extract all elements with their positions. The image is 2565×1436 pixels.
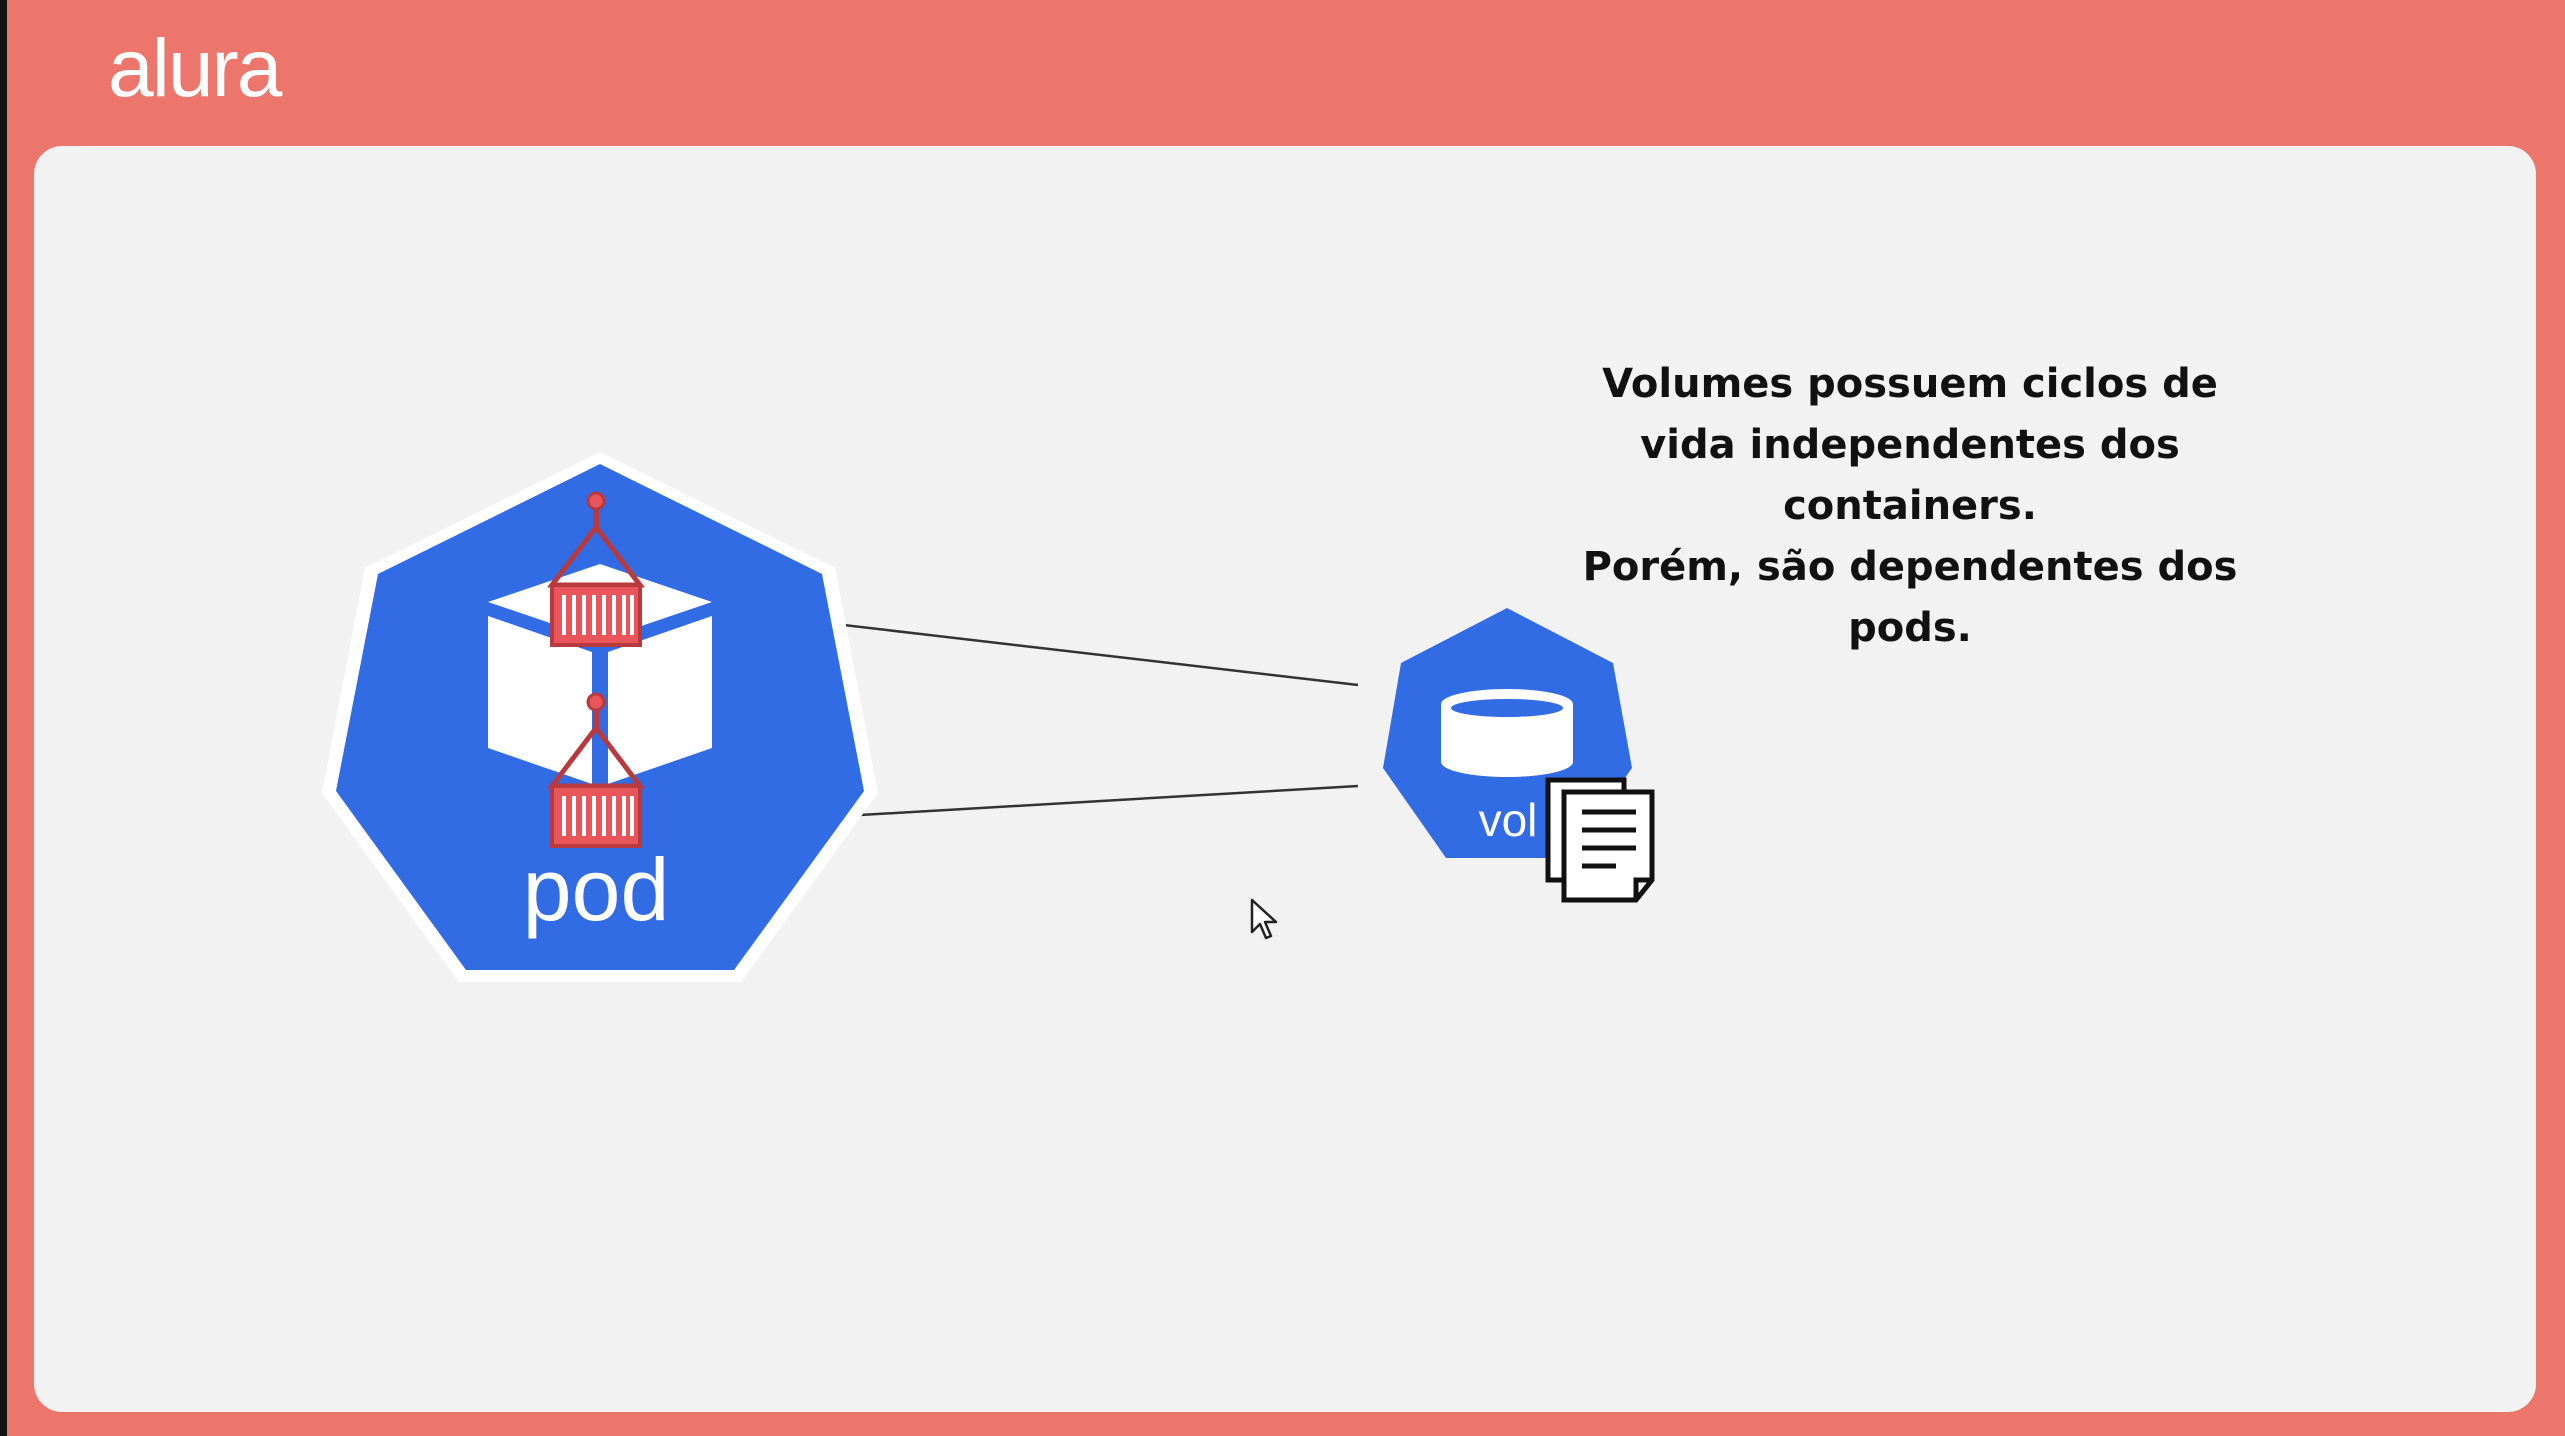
screen-edge [0,0,7,1436]
pod-label: pod [523,840,670,939]
caption-line: vida independentes dos [1640,422,2180,468]
caption-line: pods. [1848,605,1972,651]
alura-logo: alura [108,23,282,114]
caption-line: Porém, são dependentes dos [1582,544,2238,590]
slide-caption: Volumes possuem ciclos de vida independe… [1490,354,2330,659]
document-icon [1545,777,1655,903]
caption-line: Volumes possuem ciclos de [1602,361,2218,407]
database-icon [1441,689,1573,777]
mouse-cursor-icon [1250,898,1278,940]
caption-line: containers. [1783,483,2037,529]
pod-hexagon-icon: pod [322,452,878,982]
volume-label: vol [1479,794,1538,846]
